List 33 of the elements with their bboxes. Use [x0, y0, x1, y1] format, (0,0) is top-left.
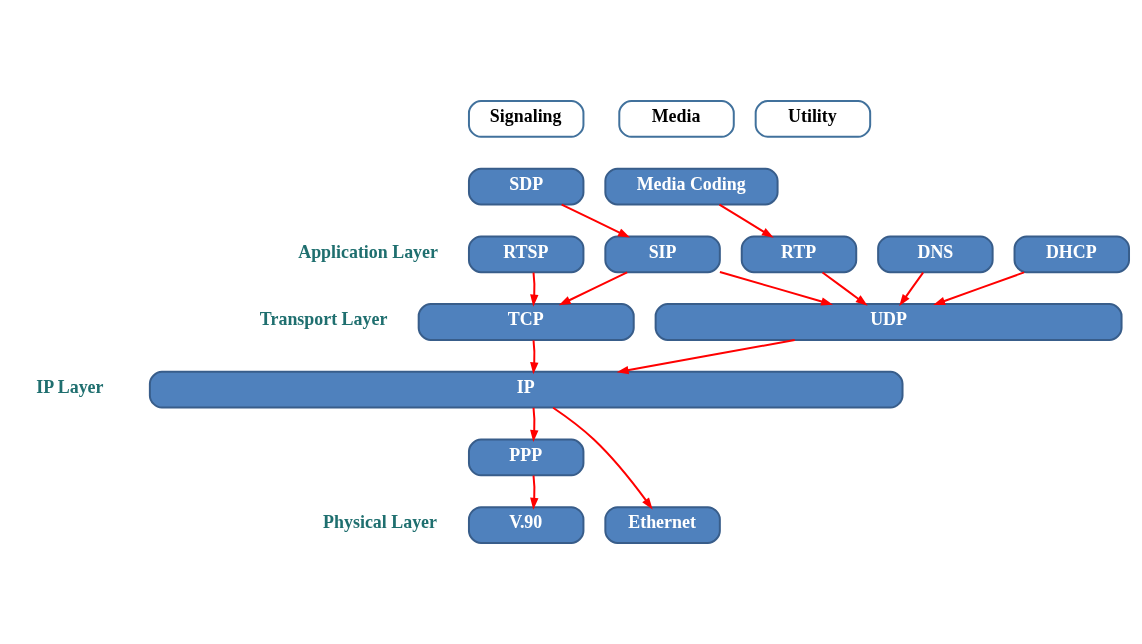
arrow: [899, 271, 925, 307]
arrow: [933, 271, 1026, 305]
node-box: Media: [618, 100, 735, 138]
node-box: Signaling: [467, 100, 585, 138]
arrow: [821, 271, 868, 306]
arrow: [530, 339, 539, 375]
label: Application Layer: [298, 241, 438, 262]
node-box: DHCP: [1013, 235, 1130, 274]
node-box: Ethernet: [604, 506, 721, 544]
node-box: Utility: [754, 100, 872, 138]
arrow: [718, 203, 774, 238]
label: IP Layer: [36, 377, 104, 398]
node-box: IP: [148, 370, 904, 409]
node-box: DNS: [877, 235, 994, 274]
label: Transport Layer: [259, 309, 388, 330]
node-box: Media Coding: [604, 167, 779, 206]
arrow: [616, 339, 796, 375]
node-box: SIP: [604, 235, 721, 274]
arrow: [718, 270, 834, 306]
arrow: [552, 406, 653, 510]
arrow: [530, 474, 539, 510]
node-box: SDP: [467, 167, 585, 206]
node-box: UDP: [654, 303, 1123, 341]
node-box: RTSP: [467, 235, 585, 274]
arrow: [530, 406, 539, 443]
arrow: [530, 271, 539, 307]
node-box: RTP: [740, 235, 858, 274]
node-box: V.90: [467, 506, 585, 544]
label: Physical Layer: [323, 512, 437, 533]
node-box: PPP: [467, 438, 585, 477]
arrow: [560, 203, 630, 238]
node-box: TCP: [417, 303, 635, 341]
arrow: [558, 271, 629, 306]
